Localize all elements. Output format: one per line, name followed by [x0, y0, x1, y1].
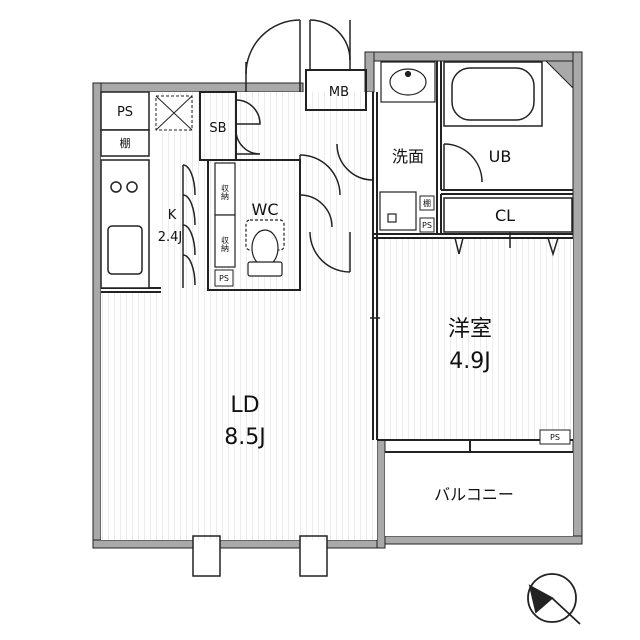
shelf-top-label: 棚 — [120, 136, 131, 150]
washer-pan — [379, 191, 417, 231]
storage-1-label: 収納 — [221, 183, 230, 201]
ld-name: LD — [230, 393, 259, 418]
ld-size: 8.5J — [224, 425, 265, 450]
kitchen-size: 2.4J — [158, 230, 183, 245]
ps-wash-label: PS — [422, 221, 432, 230]
sb-label: SB — [209, 121, 226, 136]
ps-wc-label: PS — [219, 274, 229, 283]
closet-rail — [443, 197, 573, 257]
kitchen-counter — [100, 159, 150, 289]
kitchen-name: K — [168, 208, 177, 223]
ps-wc-box — [214, 269, 234, 287]
shelf-top-box — [100, 129, 150, 157]
shaft-box — [155, 95, 193, 131]
balcony-label: バルコニー — [434, 485, 514, 504]
ps-wash-box — [419, 217, 435, 233]
door-swings — [182, 19, 483, 577]
shelf-wash-box — [419, 195, 435, 211]
north-arrow-icon — [527, 573, 581, 625]
ps-top-box — [100, 91, 150, 131]
storage-2-label: 収納 — [221, 235, 230, 253]
bathtub-icon — [443, 61, 543, 127]
washroom-label: 洗面 — [392, 147, 424, 166]
bedroom-floor — [377, 238, 573, 440]
washbasin-icon — [380, 61, 436, 103]
bedroom-name: 洋室 — [448, 317, 492, 342]
ps-balcony-box — [539, 429, 571, 445]
wc-label: WC — [252, 200, 279, 219]
ps-top-label: PS — [117, 105, 133, 120]
ps-balcony-label: PS — [550, 433, 560, 442]
ld-floor — [101, 292, 377, 540]
bedroom-size: 4.9J — [449, 349, 490, 374]
toilet-icon — [245, 219, 285, 277]
balcony-floor — [385, 452, 573, 536]
outer-walls — [92, 51, 583, 549]
interior-walls — [101, 61, 573, 453]
storage-strip-2 — [214, 214, 236, 268]
ub-label: UB — [489, 147, 512, 166]
cl-label: CL — [495, 206, 515, 225]
mb-label: MB — [329, 85, 349, 100]
shelf-wash-label: 棚 — [423, 198, 431, 208]
